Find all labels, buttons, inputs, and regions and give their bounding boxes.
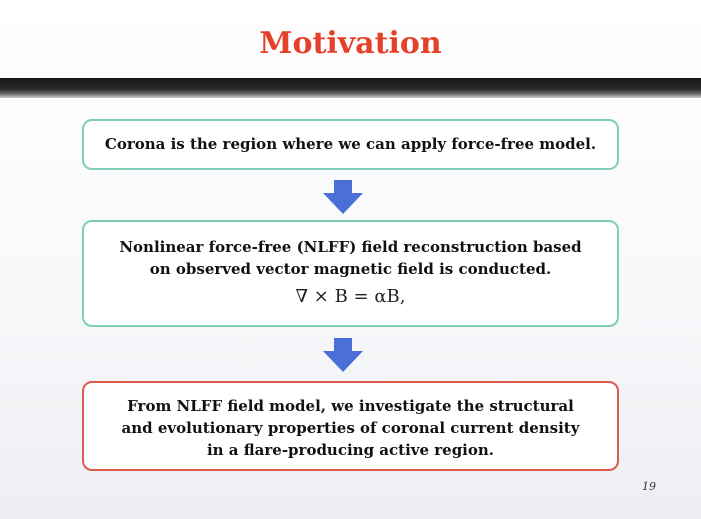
down-arrow-icon (323, 338, 363, 372)
page-number: 19 (642, 480, 656, 493)
slide-title: Motivation (259, 26, 442, 61)
statement-line: Nonlinear force-free (NLFF) field recons… (119, 238, 582, 256)
statement-text: Corona is the region where we can apply … (104, 135, 597, 153)
statement-line: From NLFF field model, we investigate th… (127, 397, 574, 415)
title-divider-bar (0, 78, 701, 98)
statement-box-investigation: From NLFF field model, we investigate th… (82, 381, 619, 471)
statement-box-nlff: Nonlinear force-free (NLFF) field recons… (82, 220, 619, 327)
down-arrow-icon (323, 180, 363, 214)
statement-line: on observed vector magnetic field is con… (149, 260, 552, 278)
statement-line: in a flare-producing active region. (206, 441, 495, 459)
force-free-equation: ∇ × B = αB, (295, 286, 406, 307)
statement-line: and evolutionary properties of coronal c… (121, 419, 580, 437)
statement-box-corona: Corona is the region where we can apply … (82, 119, 619, 170)
